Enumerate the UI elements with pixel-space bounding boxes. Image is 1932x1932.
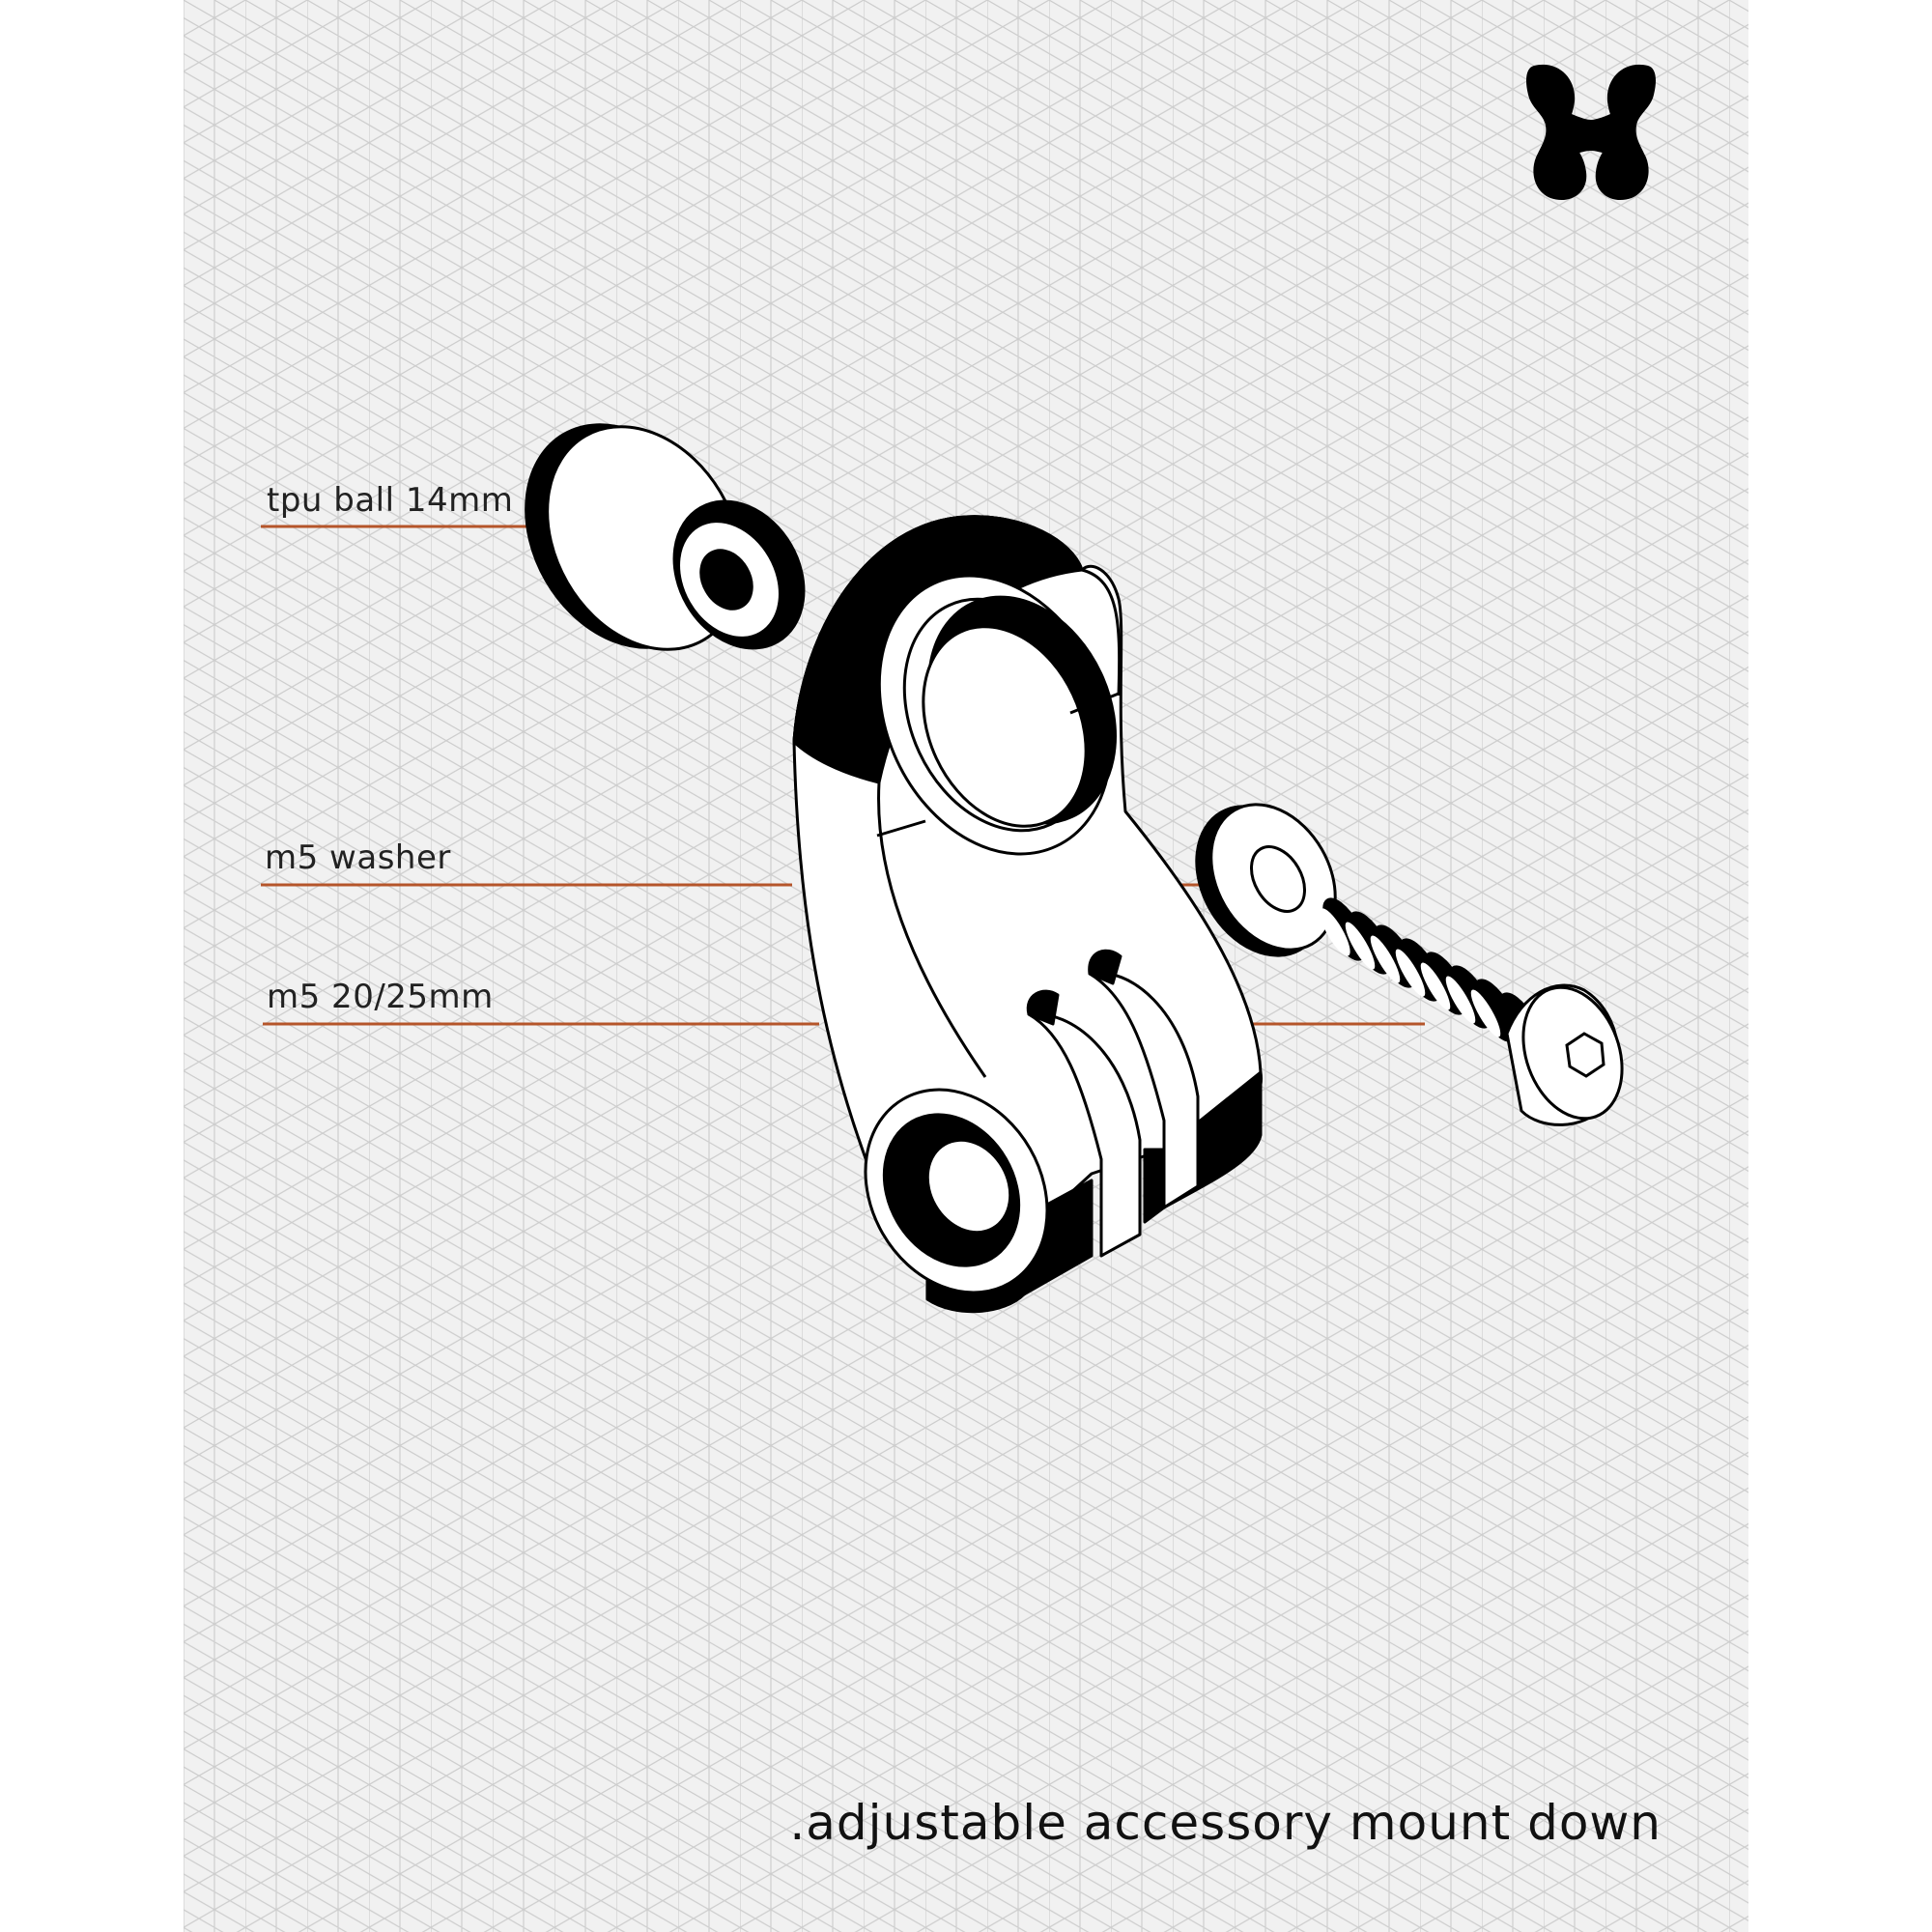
m5-washer-part <box>1195 803 1337 957</box>
brand-logo-icon <box>1526 64 1656 200</box>
diagram-title: .adjustable accessory mount down <box>789 1795 1662 1851</box>
callout-label-m5-washer: m5 washer <box>265 838 451 877</box>
tpu-ball-part <box>525 423 806 651</box>
m5-bolt-part <box>1320 897 1624 1126</box>
mount-arm-part <box>792 515 1264 1314</box>
callout-label-m5-bolt: m5 20/25mm <box>267 978 494 1016</box>
callout-label-tpu-ball: tpu ball 14mm <box>267 481 514 520</box>
